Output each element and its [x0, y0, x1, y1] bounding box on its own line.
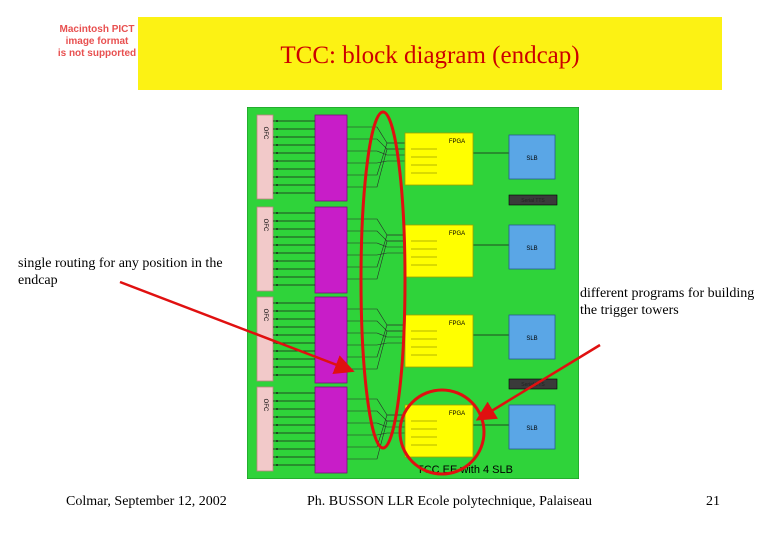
input-node — [276, 408, 278, 410]
input-node — [276, 276, 278, 278]
slb-label: SLB — [526, 336, 537, 342]
input-node — [276, 244, 278, 246]
input-node — [276, 448, 278, 450]
fpga-block — [404, 224, 474, 278]
footer-author: Ph. BUSSON LLR Ecole polytechnique, Pala… — [307, 494, 593, 509]
pict-placeholder-text: Macintosh PICT image format is not suppo… — [57, 24, 137, 59]
input-node — [276, 310, 278, 312]
input-node — [276, 136, 278, 138]
input-node — [276, 464, 278, 466]
input-node — [276, 350, 278, 352]
serial-tts-block — [508, 194, 558, 206]
slb-label: SLB — [526, 156, 537, 162]
ofc-block — [256, 114, 274, 200]
deserializer-block — [314, 296, 348, 384]
input-node — [276, 168, 278, 170]
note-left: single routing for any position in the e… — [18, 256, 223, 288]
input-node — [276, 342, 278, 344]
input-node — [276, 268, 278, 270]
deserializer-block — [314, 206, 348, 294]
slb-label: SLB — [526, 426, 537, 432]
input-node — [276, 302, 278, 304]
input-node — [276, 424, 278, 426]
input-node — [276, 184, 278, 186]
serial-tts-label: Serial TTS — [521, 382, 545, 388]
input-node — [276, 392, 278, 394]
slb-block — [508, 134, 556, 180]
input-node — [276, 192, 278, 194]
input-node — [276, 120, 278, 122]
input-node — [276, 212, 278, 214]
deserializer-block — [314, 114, 348, 202]
input-node — [276, 366, 278, 368]
input-node — [276, 160, 278, 162]
slb-group: SLB SLB SLB SLB — [508, 134, 556, 450]
slide-title: TCC: block diagram (endcap) — [280, 42, 580, 69]
input-node — [276, 400, 278, 402]
input-node — [276, 416, 278, 418]
input-node — [276, 432, 278, 434]
ofc-label: OFC — [262, 399, 268, 412]
input-node — [276, 128, 278, 130]
input-node — [276, 440, 278, 442]
title-bar — [138, 17, 722, 90]
fpga-block — [404, 314, 474, 368]
fpga-label: FPGA — [449, 321, 465, 327]
slb-label: SLB — [526, 246, 537, 252]
input-node — [276, 236, 278, 238]
ofc-label: OFC — [262, 309, 268, 322]
ofc-block — [256, 386, 274, 472]
input-node — [276, 152, 278, 154]
input-node — [276, 144, 278, 146]
board-caption: TCC EE with 4 SLB — [417, 464, 513, 476]
input-node — [276, 358, 278, 360]
ofc-label: OFC — [262, 219, 268, 232]
footer-date: Colmar, September 12, 2002 — [66, 494, 227, 509]
deserializer-block — [314, 386, 348, 474]
input-node — [276, 252, 278, 254]
serial-tts-label: Serial TTS — [521, 198, 545, 204]
note-right: different programs for building the trig… — [580, 286, 755, 318]
page-number: 21 — [706, 494, 720, 509]
fpga-label: FPGA — [449, 231, 465, 237]
fpga-label: FPGA — [449, 139, 465, 145]
ofc-label: OFC — [262, 127, 268, 140]
input-node — [276, 176, 278, 178]
input-node — [276, 228, 278, 230]
input-node — [276, 326, 278, 328]
input-node — [276, 260, 278, 262]
input-node — [276, 334, 278, 336]
input-node — [276, 284, 278, 286]
fpga-block — [404, 132, 474, 186]
fpga-label: FPGA — [449, 411, 465, 417]
input-node — [276, 318, 278, 320]
slb-block — [508, 224, 556, 270]
input-node — [276, 374, 278, 376]
input-node — [276, 220, 278, 222]
input-node — [276, 456, 278, 458]
